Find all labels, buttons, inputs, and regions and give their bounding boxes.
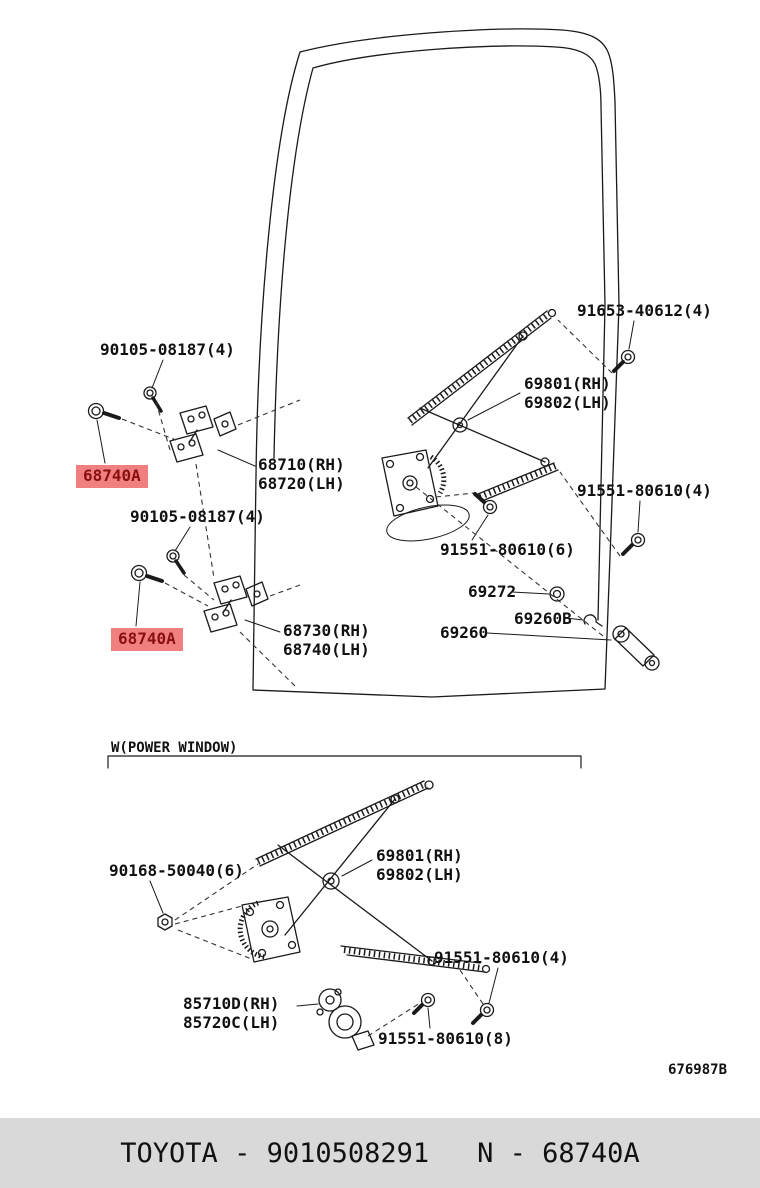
leader-lines	[96, 320, 641, 1029]
callout-69272[interactable]: 69272	[468, 582, 517, 601]
callout-91653-40612[interactable]: 91653-40612(4)	[577, 301, 712, 320]
callout-69801-upper[interactable]: 69801(RH)	[524, 374, 611, 393]
figure-code: 676987B	[668, 1062, 728, 1078]
upper-hinge	[87, 386, 237, 463]
callout-91551-80610-6[interactable]: 91551-80610(6)	[440, 540, 575, 559]
footer-part-reference: N - 68740A	[477, 1137, 640, 1169]
callout-69260[interactable]: 69260	[440, 623, 489, 642]
upper-fasteners	[473, 349, 646, 627]
power-window-motor	[316, 988, 375, 1051]
callout-68720[interactable]: 68720(LH)	[258, 474, 345, 493]
upper-regulator	[381, 308, 559, 517]
callout-91551-80610-4-upper[interactable]: 91551-80610(4)	[577, 481, 712, 500]
footer-bar: TOYOTA - 9010508291 N - 68740A	[0, 1118, 760, 1188]
callout-85710D[interactable]: 85710D(RH)	[183, 994, 280, 1013]
callout-69801-lower[interactable]: 69801(RH)	[376, 846, 463, 865]
callout-68740A-upper-highlighted[interactable]: 68740A	[76, 465, 148, 489]
door-frame-outline	[252, 28, 620, 698]
callout-68730[interactable]: 68730(RH)	[283, 621, 370, 640]
callout-68710[interactable]: 68710(RH)	[258, 455, 345, 474]
callout-69260B[interactable]: 69260B	[514, 609, 572, 628]
callout-68740[interactable]: 68740(LH)	[283, 640, 370, 659]
callout-90168-50040[interactable]: 90168-50040(6)	[109, 861, 244, 880]
section-heading-power-window: W(POWER WINDOW)	[111, 740, 238, 756]
power-window-regulator	[237, 780, 491, 974]
door-parts-line-art	[87, 28, 660, 1051]
window-crank-handle	[612, 625, 660, 671]
section-bracket	[107, 755, 582, 769]
callout-85720C[interactable]: 85720C(LH)	[183, 1013, 280, 1032]
footer-catalog-number: TOYOTA - 9010508291	[120, 1137, 430, 1169]
callout-91551-80610-8[interactable]: 91551-80610(8)	[378, 1029, 513, 1048]
callout-91551-80610-4-lower[interactable]: 91551-80610(4)	[434, 948, 569, 967]
callout-69802-upper[interactable]: 69802(LH)	[524, 393, 611, 412]
callout-90105-08187-lower[interactable]: 90105-08187(4)	[130, 507, 265, 526]
lower-fasteners	[157, 913, 495, 1025]
lower-hinge	[130, 549, 269, 633]
callout-90105-08187-upper[interactable]: 90105-08187(4)	[100, 340, 235, 359]
callout-68740A-lower-highlighted[interactable]: 68740A	[111, 628, 183, 652]
callout-69802-lower[interactable]: 69802(LH)	[376, 865, 463, 884]
dashed-assembly-lines	[121, 319, 621, 1037]
